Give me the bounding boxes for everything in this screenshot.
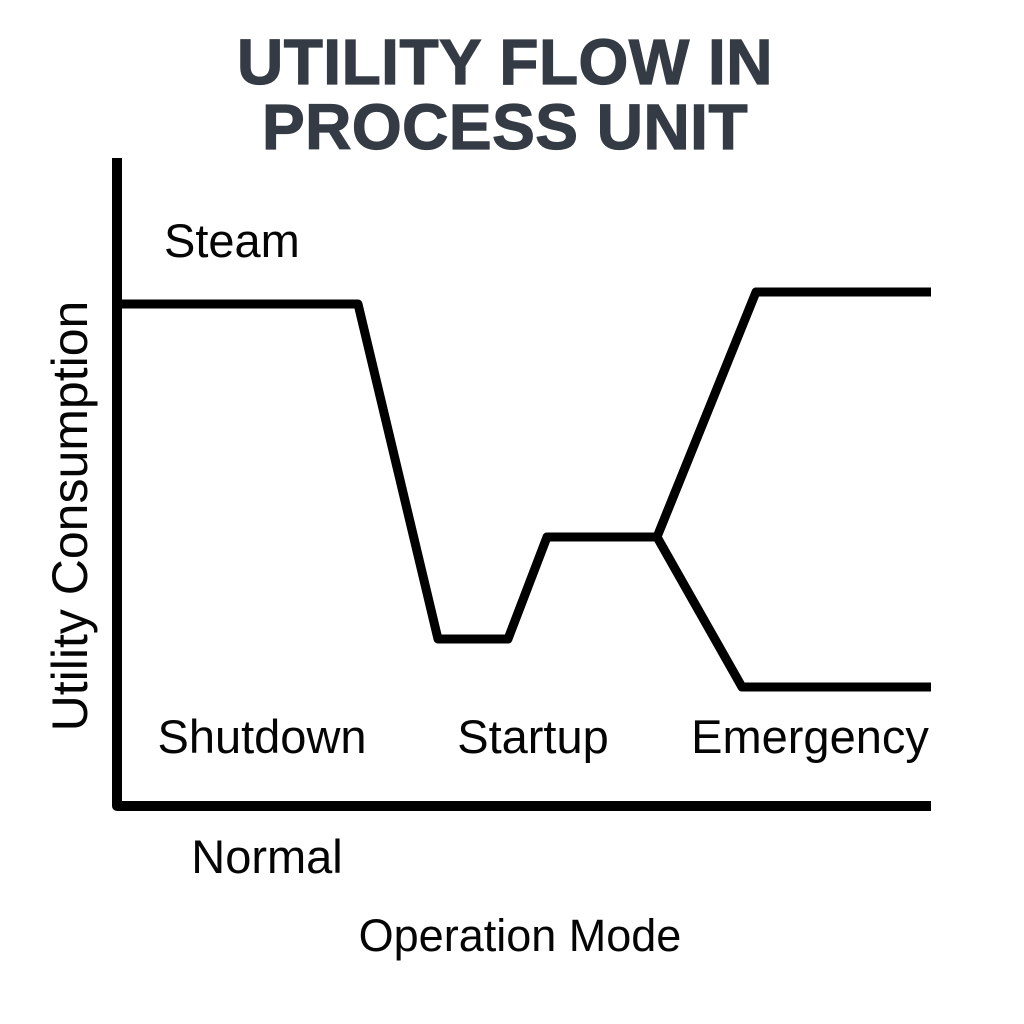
mode-label-normal: Normal <box>191 830 343 883</box>
mode-label-shutdown: Shutdown <box>157 710 367 763</box>
series-label-steam: Steam <box>164 214 300 267</box>
chart-title-line1: UTILITY FLOW IN <box>236 26 774 98</box>
mode-label-emergency: Emergency <box>691 710 929 763</box>
chart-title: UTILITY FLOW IN PROCESS UNIT <box>236 26 774 164</box>
chart-axes <box>112 158 931 811</box>
chart-title-line2: PROCESS UNIT <box>261 91 749 164</box>
steam-line-main <box>113 299 657 644</box>
mode-label-startup: Startup <box>457 710 609 763</box>
x-axis-label: Operation Mode <box>358 910 682 961</box>
steam-line-emergency-low <box>653 534 931 692</box>
y-axis-label: Utility Consumption <box>42 300 98 732</box>
steam-line-emergency-high <box>652 287 931 539</box>
